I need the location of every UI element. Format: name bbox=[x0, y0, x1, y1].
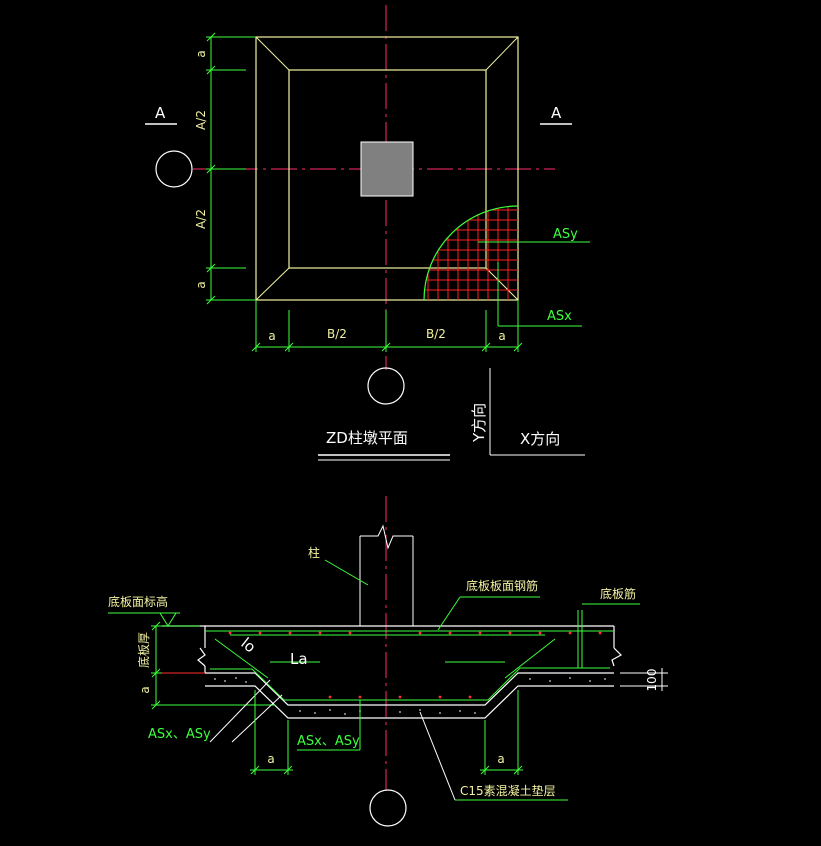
section-dim-a-bottom-left: a bbox=[267, 752, 274, 766]
slab-thickness-label: 底板厚 bbox=[136, 632, 151, 668]
cushion-hatch bbox=[214, 677, 606, 715]
bottom-dimension-chain bbox=[251, 300, 523, 352]
asy-label: ASy bbox=[553, 227, 578, 242]
section-view: 柱 bbox=[108, 496, 668, 827]
corner-diagonal-tr bbox=[485, 36, 519, 71]
corner-diagonal-br bbox=[485, 267, 519, 301]
cushion-thickness-dim bbox=[620, 668, 668, 691]
top-bar-label: 底板板面钢筋 bbox=[466, 578, 538, 593]
dim-left-top: a bbox=[194, 50, 208, 57]
plan-view: ASy ASx A A a A/2 A/2 a bbox=[145, 5, 590, 461]
column-leader bbox=[324, 559, 369, 586]
slab-bar-label: 底板筋 bbox=[600, 586, 636, 601]
top-bar-leader-diag bbox=[437, 596, 461, 631]
rebar-dots bbox=[228, 631, 602, 699]
section-dim-a-bottom-right: a bbox=[497, 752, 504, 766]
bottom-bars-left-leader-2 bbox=[231, 694, 283, 743]
bottom-bars-center-label: ASx、ASy bbox=[297, 734, 360, 749]
pier-inner-outline bbox=[288, 69, 487, 269]
section-axis-bubble bbox=[369, 789, 407, 827]
bottom-bars-left-leader-1 bbox=[209, 679, 271, 743]
section-mark-right: A bbox=[551, 104, 562, 122]
axis-bubble-left bbox=[155, 150, 193, 188]
anchor-lo-label: lo bbox=[238, 634, 260, 656]
section-left-dims bbox=[151, 621, 275, 710]
dim-left-lower-half: A/2 bbox=[194, 209, 208, 229]
dim-bottom-half-left: B/2 bbox=[327, 327, 347, 341]
plan-title: ZD柱墩平面 bbox=[326, 429, 408, 447]
corner-diagonal-tl bbox=[255, 36, 290, 71]
column-section bbox=[360, 141, 414, 197]
asx-label: ASx bbox=[547, 309, 572, 324]
section-column bbox=[359, 524, 414, 626]
section-bottom-dims bbox=[250, 690, 523, 775]
cushion-thickness-label: 100 bbox=[645, 669, 659, 692]
bottom-rebar bbox=[210, 638, 610, 701]
left-dimension-chain bbox=[206, 32, 256, 305]
axis-x-label: X方向 bbox=[520, 430, 560, 448]
dim-bottom-half-right: B/2 bbox=[426, 327, 446, 341]
dim-left-bottom: a bbox=[194, 281, 208, 288]
section-dim-a-left: a bbox=[138, 686, 152, 693]
corner-diagonal-bl bbox=[255, 267, 290, 301]
axis-y-label: Y方向 bbox=[470, 403, 488, 443]
bottom-bars-left-label: ASx、ASy bbox=[148, 727, 211, 742]
axis-bubble-bottom bbox=[367, 367, 405, 405]
cushion-leader-diag bbox=[419, 711, 456, 801]
cushion-label: C15素混凝土垫层 bbox=[460, 783, 556, 798]
dim-left-upper-half: A/2 bbox=[194, 110, 208, 130]
elevation-triangle bbox=[159, 612, 177, 627]
dim-bottom-right: a bbox=[498, 329, 505, 343]
column-label: 柱 bbox=[308, 545, 320, 560]
section-mark-left: A bbox=[155, 104, 166, 122]
pier-outer-outline bbox=[255, 36, 519, 301]
slab-top-elev-label: 底板面标高 bbox=[108, 594, 168, 609]
anchor-la-label: La bbox=[290, 650, 308, 668]
dim-bottom-left: a bbox=[268, 329, 275, 343]
pier-section-outline bbox=[162, 625, 622, 719]
top-rebar bbox=[205, 603, 640, 668]
